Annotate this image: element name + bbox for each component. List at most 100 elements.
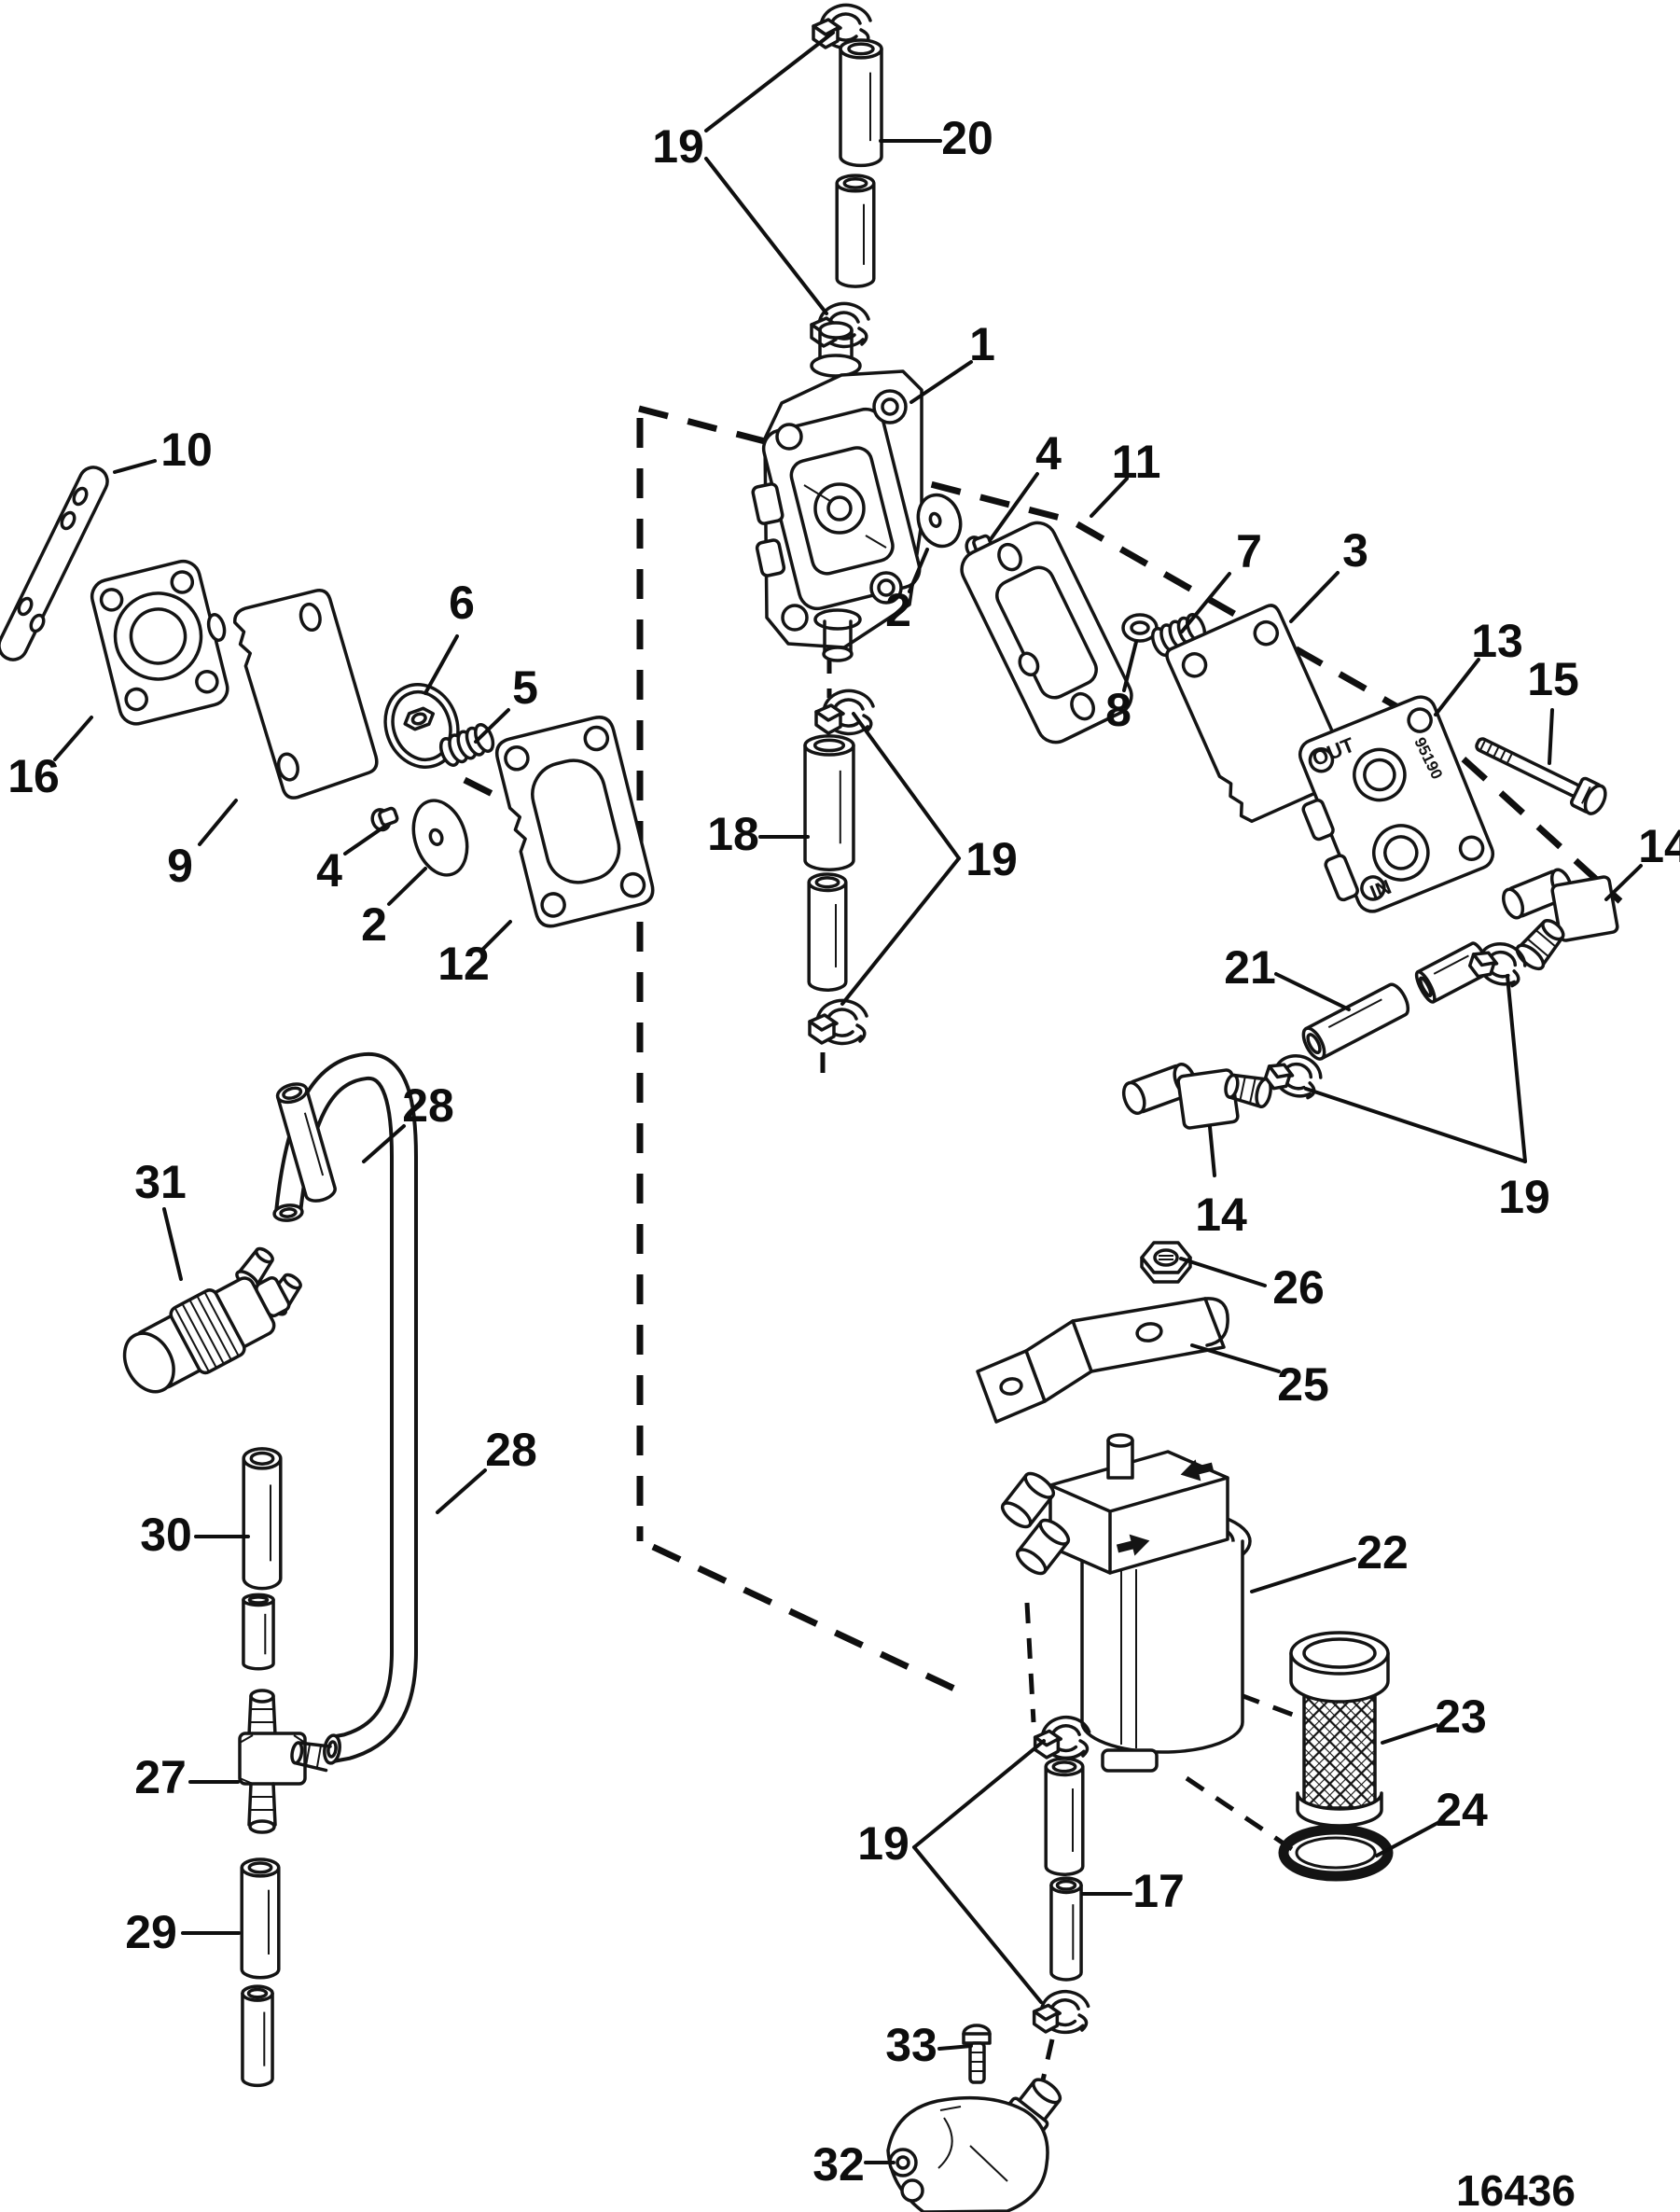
leader-line-28-lower: [436, 1468, 487, 1514]
drawing-number: 16436: [1456, 2166, 1576, 2212]
callout-26: 26: [1272, 1261, 1325, 1314]
callout-2-left: 2: [361, 898, 387, 951]
part-valve-disc-left: [411, 799, 469, 877]
part-fuel-hose-21: [1298, 939, 1494, 1064]
leader-line-8: [1122, 640, 1138, 692]
callout-27: 27: [134, 1751, 187, 1803]
part-fuel-pump-base-32: [886, 2078, 1062, 2212]
callout-8: 8: [1105, 684, 1132, 736]
callout-16: 16: [7, 750, 60, 802]
leader-line-26: [1179, 1257, 1267, 1287]
part-washer-8: [1121, 613, 1159, 643]
leader-line-33: [937, 2044, 973, 2051]
part-nut-26: [1140, 1241, 1192, 1284]
part-gasket-9: [233, 589, 379, 800]
part-gasket-12: [494, 716, 655, 928]
part-elbow-fitting-upper: [1502, 868, 1619, 971]
part-screw-left: [370, 806, 399, 832]
callout-30: 30: [140, 1509, 192, 1561]
leader-line-22: [1250, 1557, 1356, 1593]
leader-line-21: [1274, 972, 1351, 1011]
callout-20: 20: [941, 112, 993, 164]
callout-15: 15: [1527, 653, 1579, 705]
part-o-ring-24: [1278, 1824, 1394, 1882]
part-fuel-hose-18: [805, 736, 854, 992]
leader-line-19-top: [704, 157, 828, 315]
part-bolt-33: [962, 2024, 992, 2084]
leader-line-3: [1289, 571, 1340, 623]
part-valve-disc-right: [916, 493, 963, 549]
callout-33: 33: [885, 2019, 937, 2071]
leader-line-9: [198, 799, 238, 846]
leader-line-14-lower: [1208, 1125, 1216, 1177]
part-pump-cover-13: OUT IN 95190: [1298, 695, 1495, 913]
leader-line-10: [113, 459, 157, 474]
leader-line-7: [1180, 572, 1231, 633]
callout-19-top: 19: [652, 120, 704, 173]
leader-line-16: [53, 716, 93, 761]
callout-19-bottom: 19: [857, 1817, 909, 1870]
part-fuel-hose-17: [1044, 1757, 1085, 1982]
part-hose-clamp: [808, 998, 868, 1046]
leader-line-2-right: [908, 548, 929, 593]
leader-line-6: [423, 634, 459, 695]
leader-line-24: [1375, 1820, 1441, 1857]
leader-line-2-left: [387, 867, 427, 906]
leader-line-4-left: [343, 825, 386, 856]
callout-28-upper: 28: [402, 1079, 454, 1132]
callout-4-right: 4: [1035, 427, 1062, 480]
leader-line-19-bottom: [912, 1739, 1046, 1849]
leader-line-15: [1548, 708, 1554, 765]
callout-6: 6: [449, 577, 475, 629]
callout-32: 32: [812, 2138, 865, 2191]
callout-25: 25: [1277, 1358, 1329, 1411]
callout-14-lower: 14: [1195, 1189, 1247, 1241]
callout-7: 7: [1236, 525, 1262, 577]
part-strap-10: [0, 466, 109, 661]
part-gasket-11: [960, 521, 1133, 744]
leader-lines-layer: [53, 31, 1643, 2164]
callout-14-upper: 14: [1638, 820, 1680, 872]
leader-line-19-right: [1304, 1087, 1527, 1163]
callout-23: 23: [1435, 1690, 1487, 1743]
part-bolt-15: [1475, 737, 1607, 815]
callout-19-mid: 19: [965, 833, 1018, 885]
part-fuel-tube-30: [243, 1449, 281, 1671]
callout-21: 21: [1224, 941, 1276, 994]
part-fuel-hose-20: [835, 38, 883, 288]
leader-line-12: [481, 920, 512, 951]
callout-28-lower: 28: [485, 1424, 537, 1476]
leader-line-11: [1090, 477, 1129, 518]
part-filter-element-23: [1289, 1631, 1390, 1828]
callout-1: 1: [969, 318, 995, 370]
part-hose-clamp: [1032, 1990, 1090, 2035]
callout-4-left: 4: [316, 844, 342, 897]
leader-line-28-upper: [362, 1124, 406, 1163]
callout-2-right: 2: [885, 584, 911, 636]
part-tee-fitting-27: [238, 1689, 332, 1834]
part-fuel-pump-body: [751, 321, 923, 662]
callout-10: 10: [160, 424, 213, 476]
leader-line-14-upper: [1604, 864, 1643, 901]
callout-13: 13: [1471, 615, 1523, 667]
callout-11: 11: [1112, 436, 1161, 488]
callout-17: 17: [1132, 1865, 1185, 1917]
callout-9: 9: [167, 840, 193, 892]
part-elbow-fitting-lower: [1121, 1062, 1272, 1130]
callout-22: 22: [1356, 1526, 1409, 1579]
leader-line-23: [1381, 1723, 1438, 1745]
part-fuel-filter-assembly-22: [1000, 1433, 1252, 1773]
callout-3: 3: [1342, 524, 1368, 577]
callout-19-right: 19: [1498, 1171, 1550, 1223]
leader-line-19-mid: [852, 712, 961, 860]
leader-line-19-mid: [840, 856, 961, 1006]
leader-line-4-right: [989, 472, 1039, 541]
leader-line-13: [1434, 658, 1480, 716]
part-flange-16: [90, 559, 229, 726]
leader-line-19-bottom: [912, 1845, 1043, 2004]
part-inline-check-valve-31: [122, 1246, 302, 1394]
leader-line-25: [1190, 1343, 1281, 1373]
callout-12: 12: [437, 938, 490, 990]
